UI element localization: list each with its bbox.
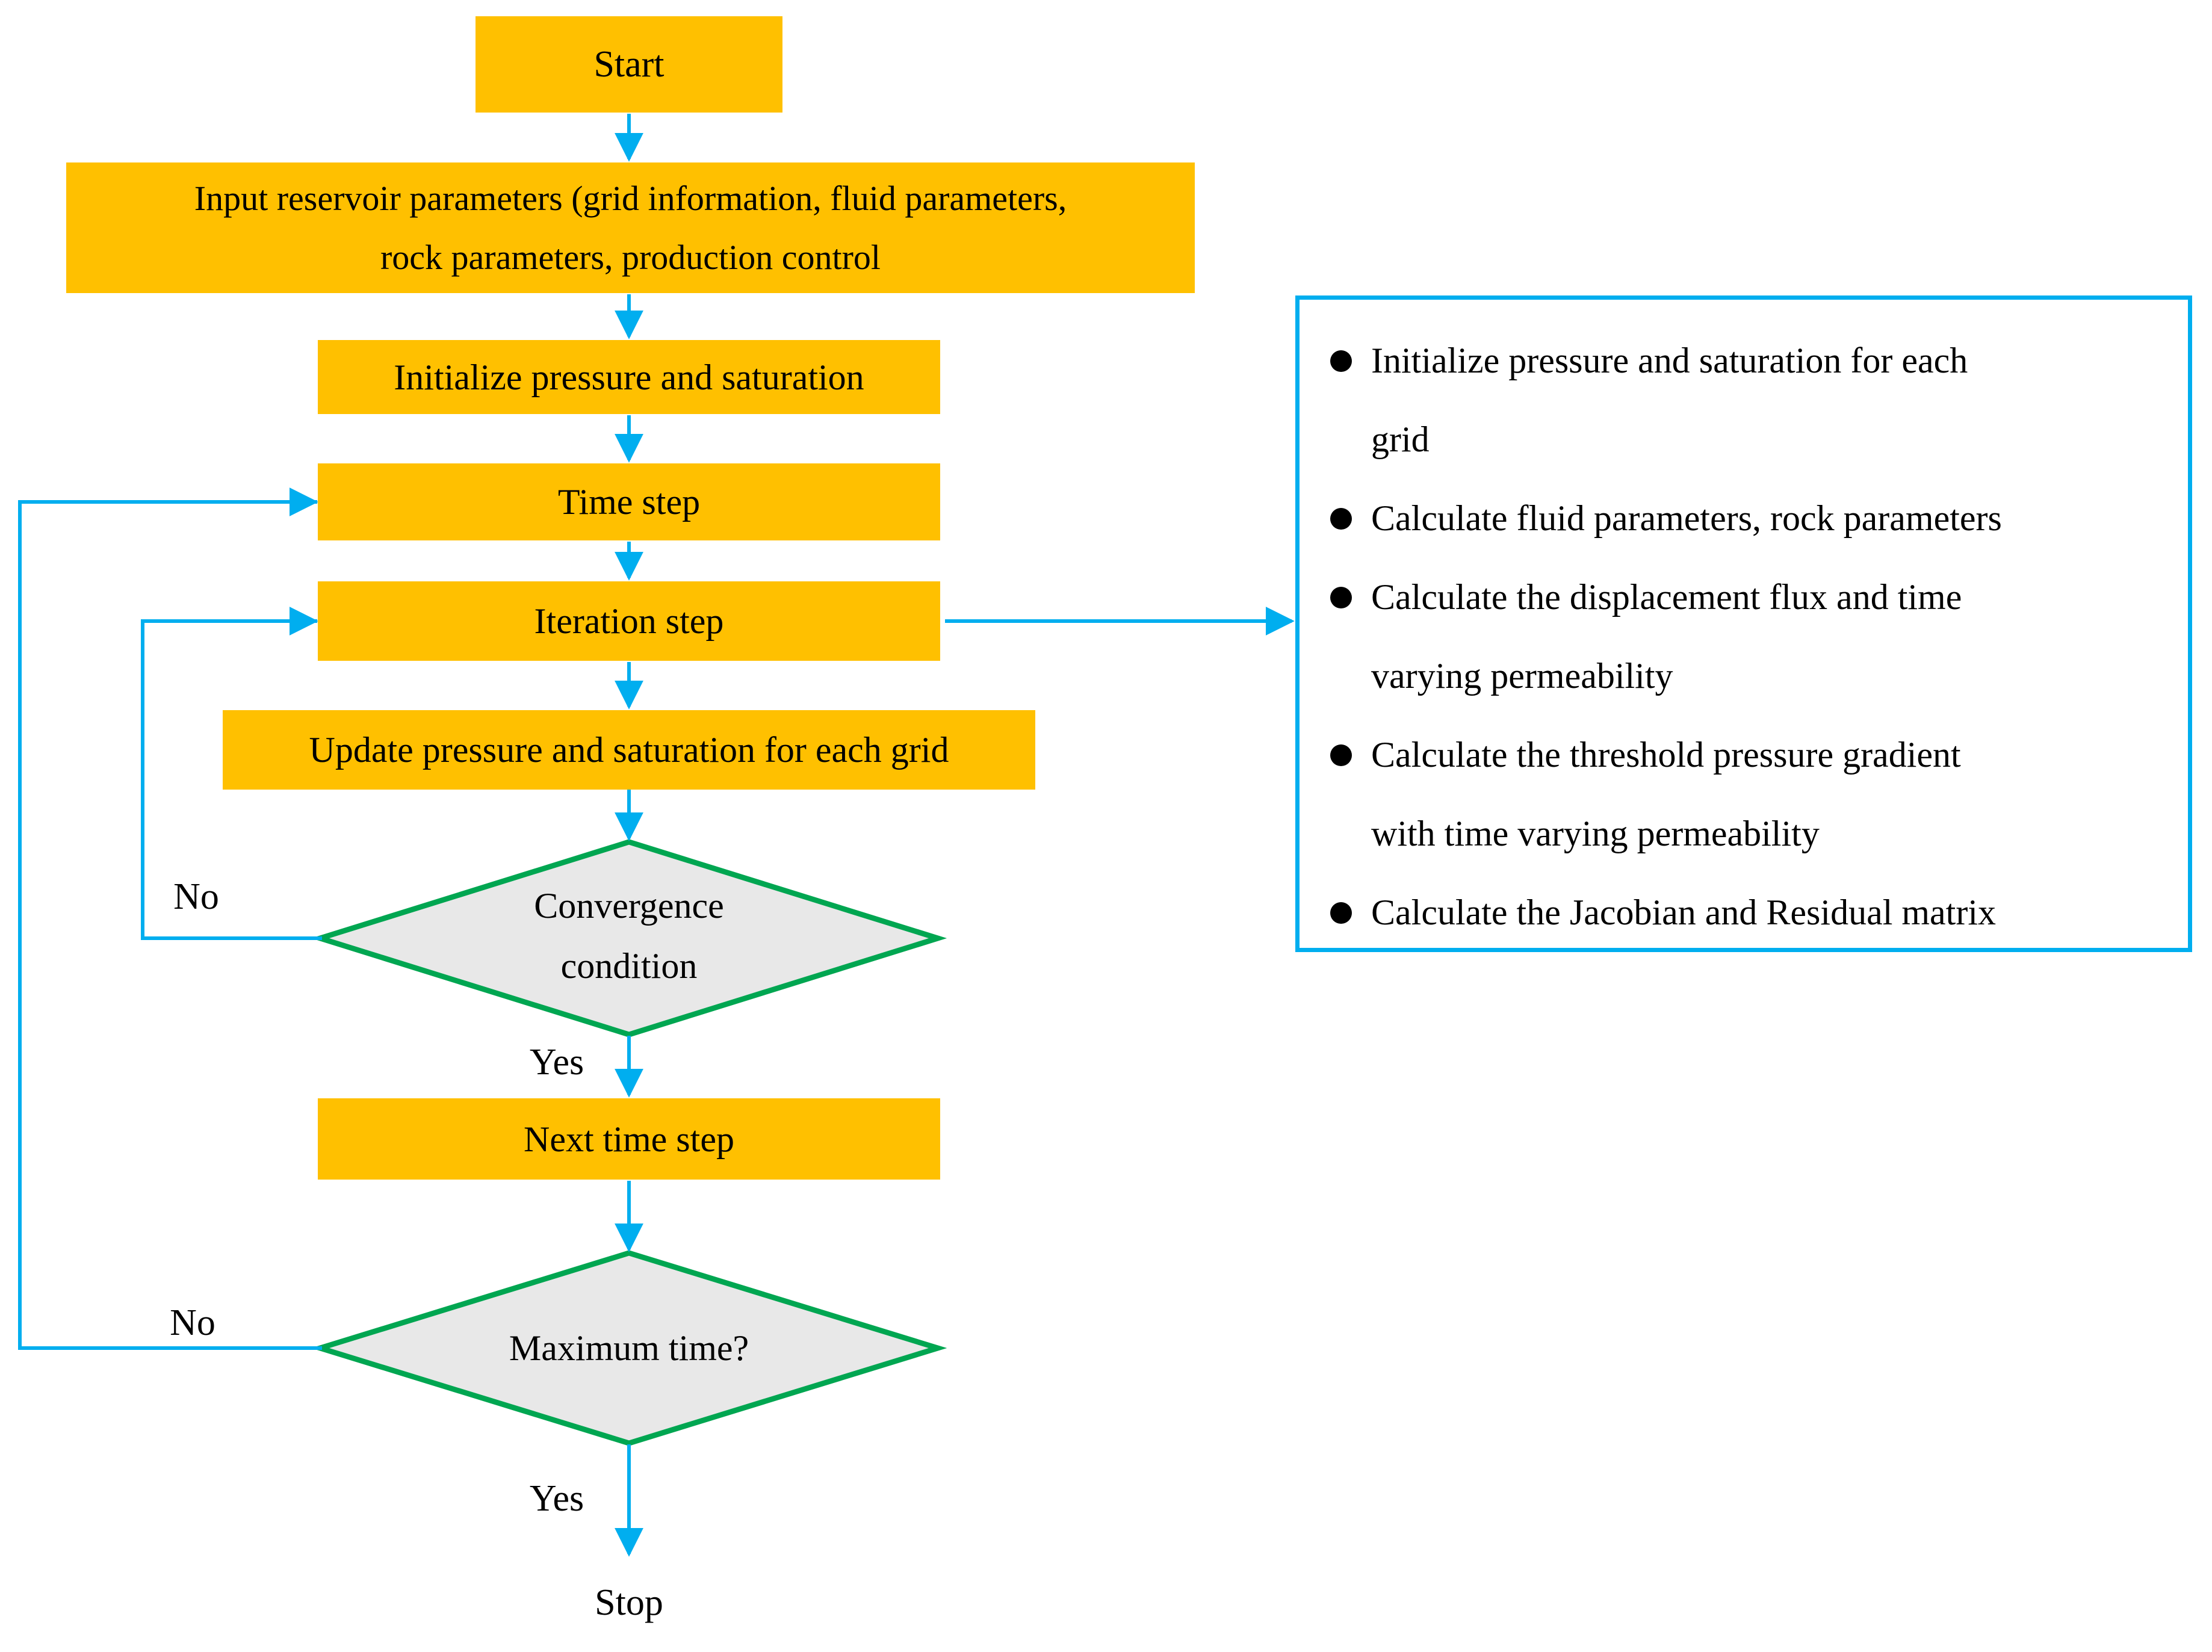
bullet-icon	[1330, 902, 1352, 924]
next-time-step-box: Next time step	[318, 1098, 940, 1180]
input-parameters-box: Input reservoir parameters (grid informa…	[66, 162, 1195, 293]
list-item: Calculate the displacement flux and time…	[1330, 558, 2170, 716]
list-item: Initialize pressure and saturation for e…	[1330, 321, 2170, 479]
list-item: Calculate fluid parameters, rock paramet…	[1330, 479, 2170, 558]
convergence-diamond-label: Convergence condition	[534, 886, 724, 986]
time-step-box: Time step	[318, 463, 940, 540]
iteration-step-box: Iteration step	[318, 581, 940, 661]
convergence-diamond	[311, 839, 947, 1038]
list-item: Calculate the threshold pressure gradien…	[1330, 716, 2170, 873]
bullet-icon	[1330, 350, 1352, 372]
iteration-details-panel: Initialize pressure and saturation for e…	[1295, 295, 2192, 952]
start-box: Start	[476, 16, 782, 113]
bullet-icon	[1330, 587, 1352, 608]
bullet-icon	[1330, 508, 1352, 530]
loop-convergence-no-to-iteration	[141, 607, 322, 940]
convergence-yes-label: Yes	[529, 1042, 584, 1083]
stop-label: Stop	[595, 1582, 663, 1623]
maximum-time-diamond-label: Maximum time?	[509, 1328, 749, 1368]
maximum-no-label: No	[170, 1302, 215, 1343]
list-item: Calculate the Jacobian and Residual matr…	[1330, 873, 2170, 952]
convergence-no-label: No	[173, 876, 219, 917]
bullet-icon	[1330, 744, 1352, 766]
loop-maximum-no-to-timestep	[18, 487, 322, 1350]
maximum-time-diamond	[311, 1250, 947, 1446]
maximum-yes-label: Yes	[529, 1478, 584, 1519]
update-box: Update pressure and saturation for each …	[223, 710, 1035, 790]
initialize-box: Initialize pressure and saturation	[318, 340, 940, 414]
iteration-details-list: Initialize pressure and saturation for e…	[1300, 300, 2188, 952]
